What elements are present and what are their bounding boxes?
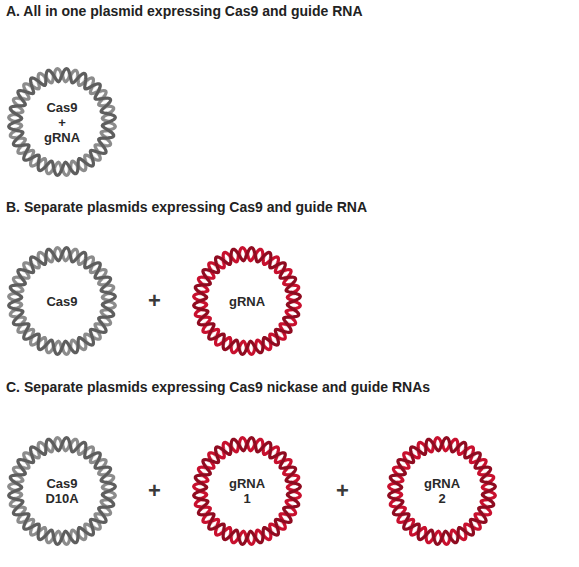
plasmid-text-holder: Cas9 [7,246,117,356]
dna-strand [9,438,116,545]
plasmid: Cas9 D10A [7,436,117,546]
dna-strand [9,248,116,355]
plasmid-label: gRNA 1 [226,476,268,506]
plasmid-text-holder: Cas9 D10A [7,436,117,546]
plasmid-label: Cas9 [46,294,77,309]
panel-heading: A. All in one plasmid expressing Cas9 an… [6,3,363,19]
plasmid-label: Cas9 D10A [41,476,83,506]
plasmid: gRNA 2 [387,436,497,546]
dna-strand [194,248,301,355]
plus-sign: + [336,478,349,504]
plasmid-label: gRNA [229,294,265,309]
dna-strand [9,69,116,176]
plasmid-text-holder: Cas9 + gRNA [7,67,117,177]
plasmid-text-holder: gRNA 1 [192,436,302,546]
panel-heading: C. Separate plasmids expressing Cas9 nic… [6,379,430,395]
plus-sign: + [148,288,161,314]
panel-heading: B. Separate plasmids expressing Cas9 and… [6,199,367,215]
dna-strand [389,438,496,545]
plasmid: Cas9 [7,246,117,356]
dna-strand [9,69,116,176]
dna-strand [194,248,301,355]
plasmid-label: gRNA 2 [421,476,463,506]
plasmid-label: Cas9 + gRNA [41,100,83,145]
dna-strand [9,248,116,355]
plus-sign: + [148,478,161,504]
plasmid: gRNA [192,246,302,356]
plasmid-text-holder: gRNA [192,246,302,356]
plasmid: Cas9 + gRNA [7,67,117,177]
plasmid: gRNA 1 [192,436,302,546]
dna-strand [194,438,301,545]
dna-strand [389,438,496,545]
plasmid-text-holder: gRNA 2 [387,436,497,546]
dna-strand [194,438,301,545]
dna-strand [9,438,116,545]
